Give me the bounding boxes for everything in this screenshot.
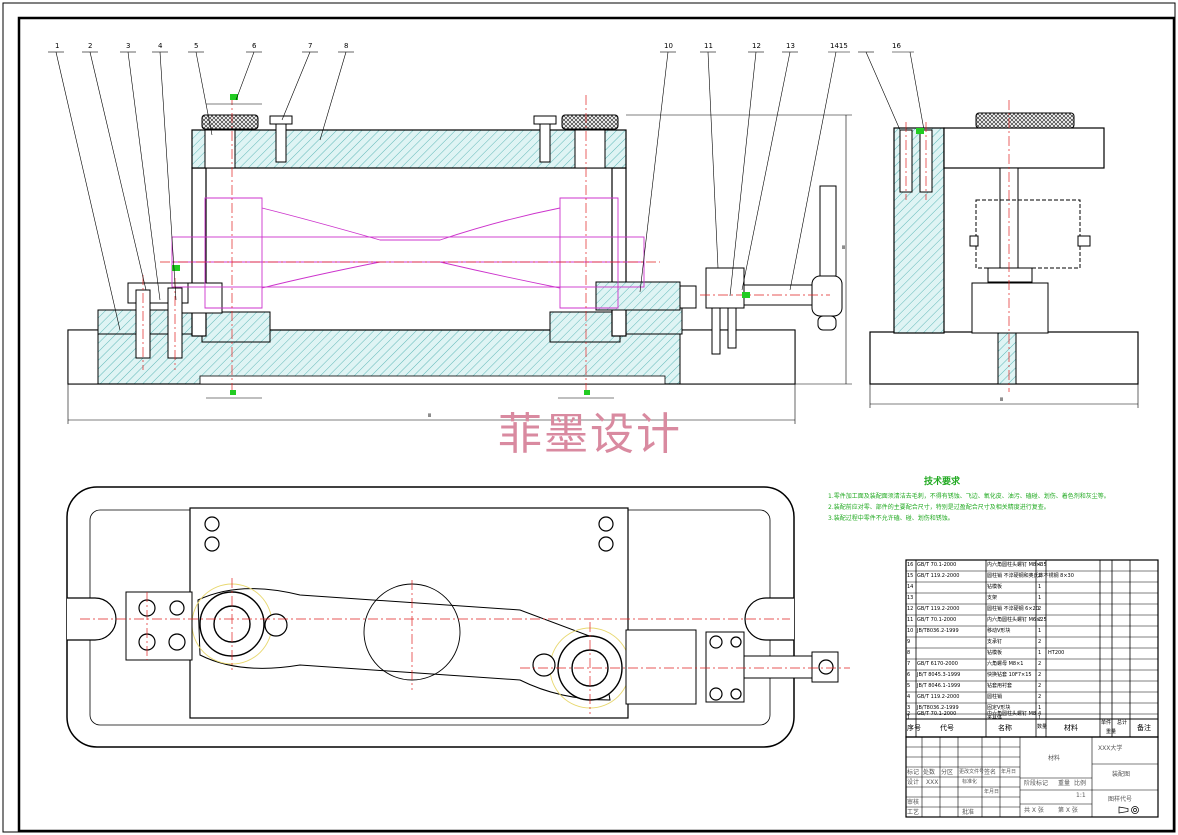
designer-label: 设计 [907, 779, 920, 786]
bom-header-remark: 备注 [1137, 724, 1151, 732]
tech-requirement-line: 3.装配过程中零件不允许磕、碰、划伤和锈蚀。 [828, 515, 954, 522]
projection-symbol-icon [1118, 806, 1139, 814]
checker-label: 审核 [907, 799, 920, 806]
designer-name: XXX [926, 779, 939, 786]
bom-header-unit: 单件 [1101, 720, 1112, 726]
dim-overall-height: ⅲ [842, 245, 846, 251]
balloon-10: 10 [664, 42, 673, 50]
balloon-7: 7 [308, 42, 313, 50]
revision-sign-label: 签名 [984, 769, 997, 776]
balloon-12: 12 [752, 42, 761, 50]
balloon-6: 6 [252, 42, 257, 50]
side-view [858, 51, 1139, 408]
balloon-1415: 1415 [830, 42, 848, 50]
standardization-label: 标准化 [962, 779, 978, 785]
dim-overall-length: ⅲ [428, 413, 432, 419]
tech-requirements-title: 技术要求 [924, 477, 961, 487]
watermark: 菲墨设计 [498, 409, 682, 460]
balloon-4: 4 [158, 42, 163, 50]
balloon-2: 2 [88, 42, 93, 50]
balloon-13: 13 [786, 42, 795, 50]
dim-side-width: ⅲ [1000, 397, 1004, 403]
bom-header-name: 名称 [998, 724, 1012, 732]
inner-frame [17, 16, 1176, 833]
revision-count-label: 处数 [923, 769, 936, 776]
bom-header-weight: 重量 [1106, 729, 1117, 735]
bom-header-code: 代号 [940, 724, 954, 732]
balloon-16: 16 [892, 42, 901, 50]
title-block-grid [905, 559, 1159, 818]
bom-header-material: 材料 [1064, 724, 1078, 732]
front-view [48, 51, 852, 424]
sheet-count: 共 X 张 [1024, 807, 1044, 814]
balloon-3: 3 [126, 42, 131, 50]
balloon-1: 1 [55, 42, 60, 50]
tech-requirement-line: 1.零件加工面及装配面须清洁去毛刺，不得有锈蚀、飞边、氧化皮、油污、磕碰、划伤、… [828, 493, 1110, 500]
bom-header-qty: 数量 [1037, 724, 1048, 730]
date-label: 年月日 [984, 789, 1000, 795]
material-label: 材料 [1048, 755, 1061, 762]
approver-label: 批准 [962, 809, 975, 816]
bom-header-total: 总计 [1117, 720, 1128, 726]
tech-requirement-line: 2.装配前应对零、部件的主要配合尺寸，特别是过盈配合尺寸及相关精度进行复查。 [828, 504, 1050, 511]
sheet-number: 第 X 张 [1058, 807, 1078, 814]
process-label: 工艺 [907, 809, 920, 816]
revision-zone-label: 分区 [941, 769, 954, 776]
balloon-8: 8 [344, 42, 349, 50]
revision-doc-label: 更改文件号 [959, 769, 985, 775]
drawing-number: 图样代号 [1108, 796, 1133, 803]
bom-header-no: 序号 [907, 724, 921, 732]
scale-value: 1:1 [1076, 792, 1086, 799]
weight-label: 重量 [1058, 780, 1071, 787]
bom-material-note: HT200 [1048, 650, 1065, 656]
drawing-name: 装配图 [1112, 771, 1131, 778]
university-name: XXX大学 [1098, 745, 1123, 752]
balloon-11: 11 [704, 42, 713, 50]
revision-date-label: 年月日 [1001, 769, 1017, 775]
revision-mark-label: 标记 [907, 769, 920, 776]
stage-label: 阶段标记 [1024, 780, 1049, 787]
balloon-5: 5 [194, 42, 199, 50]
scale-label: 比例 [1074, 780, 1087, 787]
top-view [66, 486, 850, 748]
